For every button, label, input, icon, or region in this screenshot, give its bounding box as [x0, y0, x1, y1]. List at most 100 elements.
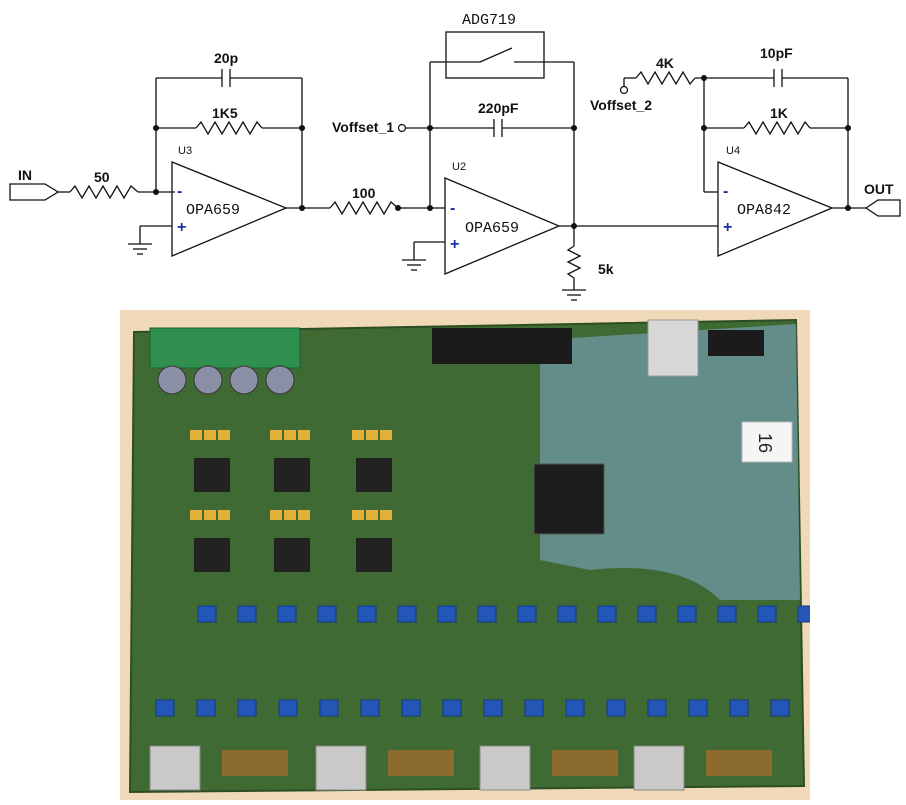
board-sticker	[741, 421, 793, 463]
tantalum-capacitor	[190, 430, 202, 440]
tantalum-capacitor	[298, 430, 310, 440]
tantalum-capacitor	[366, 430, 378, 440]
capacitor-c-fb-stage3: 10pF	[760, 45, 793, 87]
voltage-regulator	[356, 538, 392, 572]
trimpot	[483, 699, 503, 717]
resistor-r-load-stage2: 5k	[566, 245, 614, 279]
regulator-groups	[190, 430, 392, 572]
trimpot	[688, 699, 708, 717]
trimpot	[729, 699, 749, 717]
electrolytic-capacitors	[157, 365, 295, 395]
offset2-label: Voffset_2	[590, 97, 652, 113]
opamp-u4-plus: +	[723, 219, 732, 236]
tantalum-capacitor	[284, 430, 296, 440]
trimpot	[717, 605, 737, 623]
trimpot	[647, 699, 667, 717]
tantalum-capacitor	[284, 510, 296, 520]
opamp-u2-minus: -	[450, 200, 455, 217]
pin-header	[388, 750, 454, 776]
resistor-r-in-stage2: 100	[329, 185, 399, 216]
trimpot	[606, 699, 626, 717]
tantalum-capacitor	[380, 430, 392, 440]
amplifier-schematic: IN 50 20p 1K5 U3 OPA659 - +	[9, 12, 901, 301]
voltage-regulator	[194, 538, 230, 572]
offset1-label: Voffset_1	[332, 119, 394, 135]
voltage-regulator	[356, 458, 392, 492]
resistor-r-offset-stage3: 4K	[635, 55, 696, 86]
opamp-u4-part: OPA842	[737, 202, 791, 219]
pin-header	[552, 750, 618, 776]
trimpot	[155, 699, 175, 717]
tantalum-capacitor	[352, 510, 364, 520]
opamp-u4: U4 OPA842 - +	[717, 145, 834, 257]
resistor-r-load-value: 5k	[598, 261, 614, 277]
tantalum-capacitor	[204, 510, 216, 520]
trimpot	[517, 605, 537, 623]
opamp-u3-plus: +	[177, 219, 186, 236]
capacitor-c-fb-stage3-value: 10pF	[760, 45, 793, 61]
opamp-u3-ref: U3	[178, 145, 192, 157]
trimpot-row-upper	[197, 605, 810, 623]
trimpot	[397, 605, 417, 623]
ground-symbol	[402, 259, 426, 271]
opamp-u2-plus: +	[450, 236, 459, 253]
trimpot-row-lower	[155, 699, 790, 717]
opamp-u3-minus: -	[177, 183, 182, 200]
trimpot	[442, 699, 462, 717]
opamp-u4-ref: U4	[726, 145, 740, 157]
opamp-u2: U2 OPA659 - +	[444, 161, 561, 275]
bottom-connectors	[149, 745, 772, 791]
offset2-terminal: Voffset_2	[590, 85, 652, 113]
trimpot	[237, 605, 257, 623]
pin-header	[706, 750, 772, 776]
tantalum-capacitor	[270, 430, 282, 440]
voltage-regulator	[194, 458, 230, 492]
board-sticker-number: 16	[755, 433, 775, 453]
offset1-terminal: Voffset_1	[332, 119, 407, 135]
resistor-r-offset-value: 4K	[656, 55, 674, 71]
input-port: IN	[9, 167, 60, 201]
tantalum-capacitor	[218, 430, 230, 440]
trimpot	[437, 605, 457, 623]
trimpot	[597, 605, 617, 623]
microcontroller-chip	[533, 463, 605, 535]
tantalum-capacitor	[204, 430, 216, 440]
hdmi-connector	[633, 745, 685, 791]
resistor-r-fb-stage1-value: 1K5	[212, 105, 238, 121]
trimpot	[477, 605, 497, 623]
pcb-photo: 16	[120, 310, 810, 800]
output-port: OUT	[864, 181, 901, 217]
capacitor-c-fb-stage1-value: 20p	[214, 50, 238, 66]
resistor-r-in-stage2-value: 100	[352, 185, 376, 201]
tantalum-capacitor	[366, 510, 378, 520]
resistor-r-in-stage1-value: 50	[94, 169, 110, 185]
tantalum-capacitor	[380, 510, 392, 520]
tantalum-capacitor	[270, 510, 282, 520]
ground-plane-area	[540, 324, 800, 600]
trimpot	[317, 605, 337, 623]
resistor-r-fb-stage3-value: 1K	[770, 105, 788, 121]
ground-symbol	[128, 243, 152, 255]
voltage-regulator	[274, 538, 310, 572]
trimpot	[197, 605, 217, 623]
trimpot	[278, 699, 298, 717]
trimpot	[277, 605, 297, 623]
trimpot	[357, 605, 377, 623]
hdmi-connector	[479, 745, 531, 791]
voltage-regulator	[274, 458, 310, 492]
trimpot	[196, 699, 216, 717]
ribbon-header	[432, 328, 572, 364]
opamp-u2-ref: U2	[452, 161, 466, 173]
resistor-r-in-stage1: 50	[69, 169, 139, 200]
trimpot	[757, 605, 777, 623]
trimpot	[565, 699, 585, 717]
switch-part: ADG719	[462, 12, 516, 29]
analog-switch-adg719: ADG719	[445, 12, 545, 79]
terminal-block	[149, 327, 301, 369]
capacitor-c-fb-stage2-value: 220pF	[478, 100, 519, 116]
opamp-u2-part: OPA659	[465, 220, 519, 237]
tantalum-capacitor	[190, 510, 202, 520]
capacitor-c-fb-stage1: 20p	[214, 50, 238, 87]
tantalum-capacitor	[218, 510, 230, 520]
hdmi-connector	[149, 745, 201, 791]
